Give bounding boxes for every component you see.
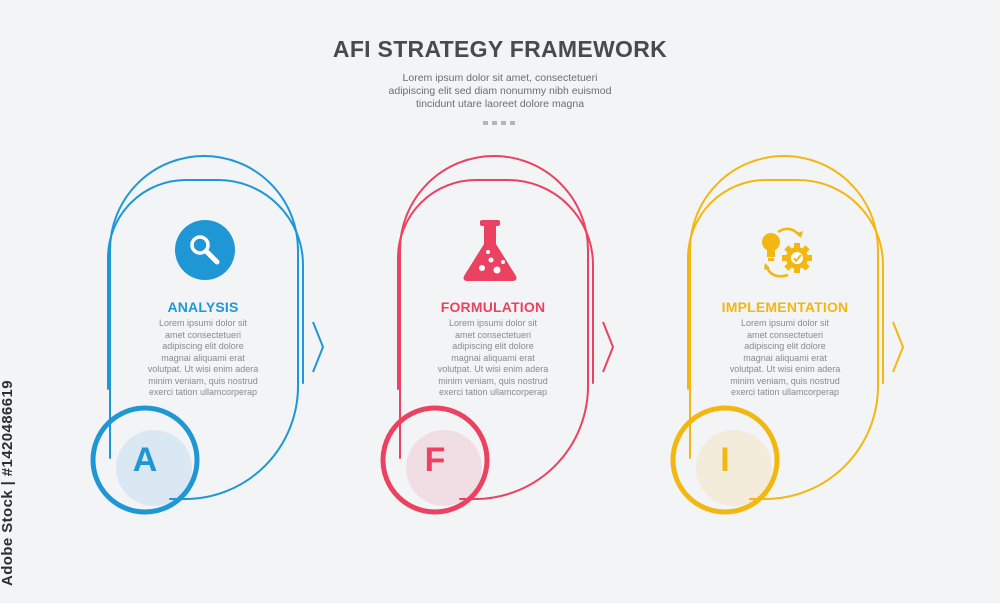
step-letter-i: I <box>720 441 730 479</box>
body-line: magnai aliquami erat <box>743 352 827 363</box>
body-line: adipiscing elit dolore <box>744 341 826 351</box>
body-line: amet consectetueri <box>454 329 532 340</box>
step-formulation-badge <box>380 405 490 515</box>
body-line: volutpat. Ut wisi enim adera <box>437 364 549 374</box>
stock-id-watermark: Adobe Stock | #1420486619 <box>0 380 16 586</box>
subtitle-line: Lorem ipsum dolor sit amet, consectetuer… <box>402 72 598 84</box>
body-line: minim veniam, quis nostrud <box>148 375 258 386</box>
body-line: magnai aliquami erat <box>161 352 245 363</box>
body-line: exerci tation ullamcorperap <box>730 387 840 397</box>
body-line: amet consectetueri <box>164 329 242 340</box>
step-body-formulation: Lorem ipsumi dolor sit amet consectetuer… <box>428 318 558 399</box>
step-heading-implementation: IMPLEMENTATION <box>721 299 849 315</box>
body-line: volutpat. Ut wisi enim adera <box>147 364 259 374</box>
body-line: exerci tation ullamcorperap <box>438 387 548 397</box>
body-line: Lorem ipsumi dolor sit <box>158 318 248 328</box>
body-line: volutpat. Ut wisi enim adera <box>729 364 841 374</box>
body-line: adipiscing elit dolore <box>162 341 244 351</box>
magnifier-icon <box>175 220 235 280</box>
step-heading-formulation: FORMULATION <box>440 299 546 315</box>
step-implementation-badge <box>670 405 780 515</box>
body-line: adipiscing elit dolore <box>452 341 534 351</box>
subtitle-line: adipiscing elit sed diam nonummy nibh eu… <box>388 85 612 97</box>
step-letter-a: A <box>132 441 158 479</box>
page-subtitle: Lorem ipsum dolor sit amet, consectetuer… <box>330 72 670 111</box>
step-heading-analysis: ANALYSIS <box>167 299 239 315</box>
body-line: minim veniam, quis nostrud <box>730 375 840 386</box>
separator-dots <box>483 121 515 125</box>
body-line: exerci tation ullamcorperap <box>148 387 258 397</box>
idea-gear-cycle-icon <box>762 227 812 278</box>
body-line: Lorem ipsumi dolor sit <box>740 318 830 328</box>
step-letter-f: F <box>424 441 446 479</box>
subtitle-line: tincidunt utare laoreet dolore magna <box>415 98 585 110</box>
flask-icon <box>463 220 517 281</box>
step-analysis-badge <box>90 405 200 515</box>
body-line: magnai aliquami erat <box>451 352 535 363</box>
body-line: amet consectetueri <box>746 329 824 340</box>
body-line: Lorem ipsumi dolor sit <box>448 318 538 328</box>
body-line: minim veniam, quis nostrud <box>438 375 548 386</box>
page-title: AFI STRATEGY FRAMEWORK <box>332 36 668 62</box>
step-body-analysis: Lorem ipsumi dolor sit amet consectetuer… <box>138 318 268 399</box>
step-body-implementation: Lorem ipsumi dolor sit amet consectetuer… <box>720 318 850 399</box>
